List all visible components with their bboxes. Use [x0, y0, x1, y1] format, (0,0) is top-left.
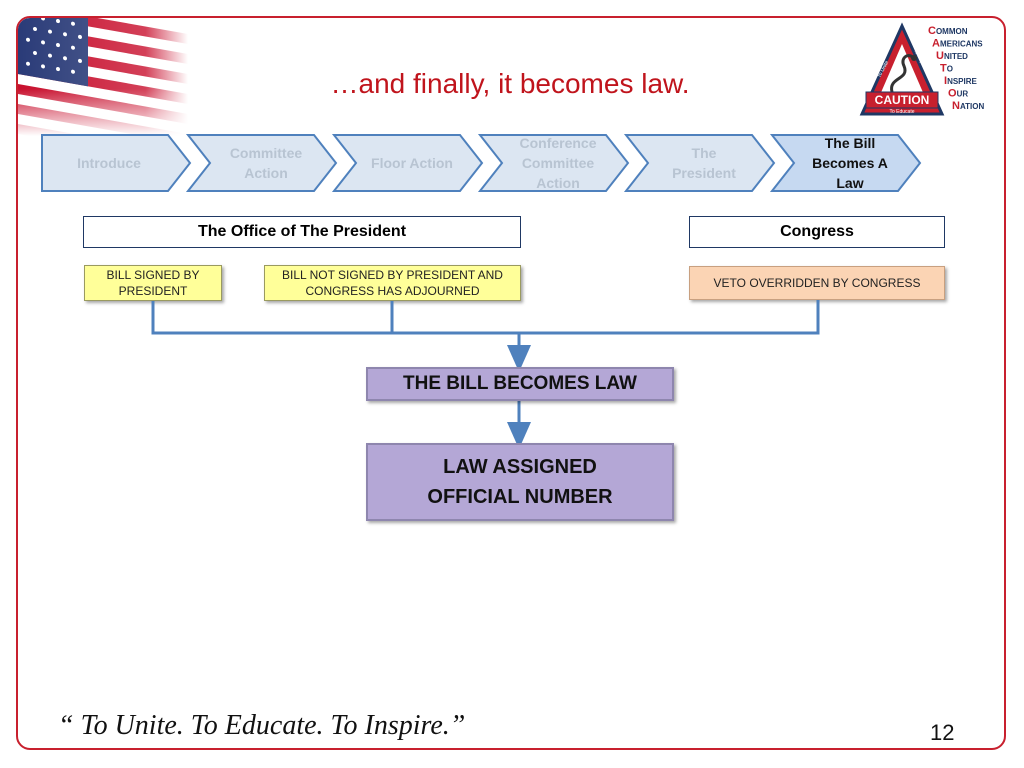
us-flag-image [18, 18, 188, 136]
process-step-chevron [623, 134, 776, 192]
president-section-label: The Office of The President [83, 216, 521, 248]
process-step: Introduce [41, 134, 192, 192]
process-step-label: Becomes A [812, 155, 888, 171]
process-step-label: Committee [522, 155, 595, 171]
bill-becomes-law-box: THE BILL BECOMES LAW [366, 367, 674, 401]
logo-acronym-line: OUR [948, 88, 968, 100]
logo-ring-bottom-text: To Educate [889, 109, 914, 115]
process-step-chevron [41, 134, 192, 192]
bill-signed-box: BILL SIGNED BY PRESIDENT [84, 265, 222, 301]
process-step-chevron [331, 134, 484, 192]
law-assigned-number-box: LAW ASSIGNED OFFICIAL NUMBER [366, 443, 674, 521]
process-step-chevron [185, 134, 338, 192]
veto-overridden-box: VETO OVERRIDDEN BY CONGRESS [689, 266, 945, 300]
process-step-label: President [672, 165, 736, 181]
footer-motto: “ To Unite. To Educate. To Inspire.” [58, 710, 466, 741]
bill-not-signed-box: BILL NOT SIGNED BY PRESIDENT AND CONGRES… [264, 265, 521, 301]
process-step-label: Action [244, 165, 288, 181]
process-step-label: The Bill [825, 135, 876, 151]
process-step-label: The [692, 145, 717, 161]
process-step-label: Conference [519, 135, 596, 151]
logo-acronym-line: COMMON [928, 25, 968, 37]
process-step-label: Floor Action [371, 155, 453, 171]
process-step-chevron [477, 134, 630, 192]
logo-acronym-line: AMERICANS [932, 38, 983, 50]
process-step-label: Introduce [77, 155, 141, 171]
logo-acronym-line: INSPIRE [944, 75, 978, 87]
process-step-chevron [769, 134, 922, 192]
page-title: …and finally, it becomes law. [330, 68, 690, 99]
logo-acronym-line: UNITED [936, 50, 968, 62]
page-number: 12 [930, 720, 955, 745]
logo-acronym-line: NATION [952, 100, 984, 112]
process-step-label: Law [836, 175, 863, 191]
process-step-label: Committee [230, 145, 303, 161]
slide-frame [16, 16, 1006, 750]
congress-section-label: Congress [689, 216, 945, 248]
process-step: Floor Action [331, 134, 484, 192]
logo-acronym-line: TO [940, 63, 953, 75]
caution-logo: CAUTION To Unite To Inspire To Educate C… [858, 22, 1008, 122]
process-step-label: Action [536, 175, 580, 191]
logo-badge-text: CAUTION [875, 93, 930, 107]
